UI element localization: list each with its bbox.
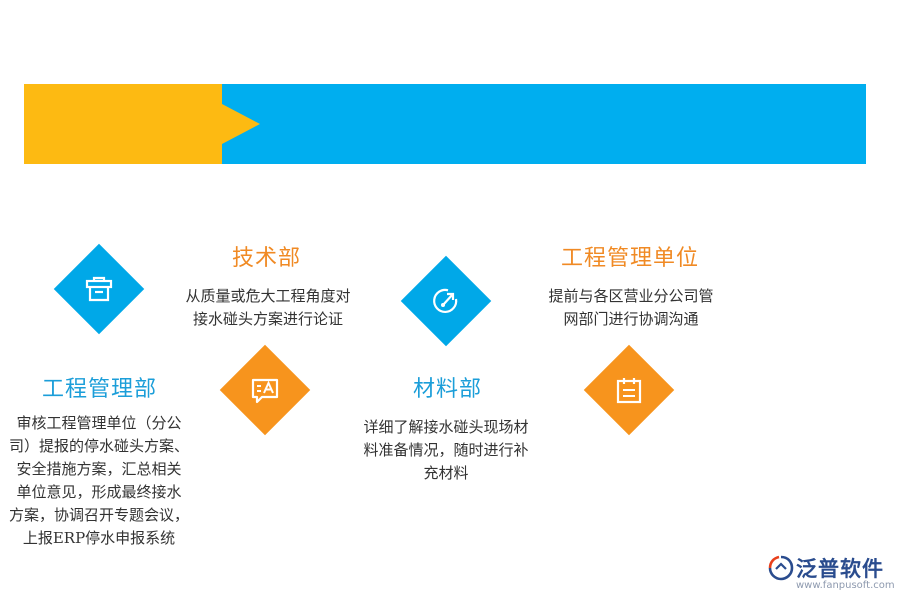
tech-dept-title: 技术部 (232, 246, 302, 271)
fanpusoft-brand-text: 泛普软件 (796, 557, 884, 581)
eng-dept-title: 工程管理部 (42, 377, 158, 402)
material-dept-desc: 详细了解接水碰头现场材 料准备情况，随时进行补 充材料 (363, 418, 529, 482)
message-diamond (219, 344, 311, 436)
fanpusoft-logo-icon (768, 555, 794, 581)
message-icon (251, 378, 279, 404)
speedometer-icon (433, 288, 458, 314)
eng-unit-desc: 提前与各区营业分公司管 网部门进行协调沟通 (548, 287, 714, 328)
briefcase-diamond (53, 243, 145, 335)
briefcase-icon (85, 276, 113, 302)
fanpusoft-site-text: www.fanpusoft.com (796, 580, 895, 591)
fanpusoft-logo: 泛普软件 www.fanpusoft.com (766, 551, 895, 595)
banner-arrow-notch (222, 104, 260, 144)
calendar-icon (616, 378, 642, 404)
speedometer-diamond (400, 255, 492, 347)
tech-dept-desc: 从质量或危大工程角度对 接水碰头方案进行论证 (185, 287, 351, 328)
eng-unit-title: 工程管理单位 (561, 246, 700, 271)
material-dept-title: 材料部 (413, 377, 483, 402)
eng-dept-desc: 审核工程管理单位（分公 司）提报的停水碰头方案、 安全措施方案，汇总相关 单位意… (8, 414, 189, 547)
banner-blue-block (222, 84, 866, 164)
banner-yellow-block (24, 84, 222, 164)
calendar-diamond (583, 344, 675, 436)
